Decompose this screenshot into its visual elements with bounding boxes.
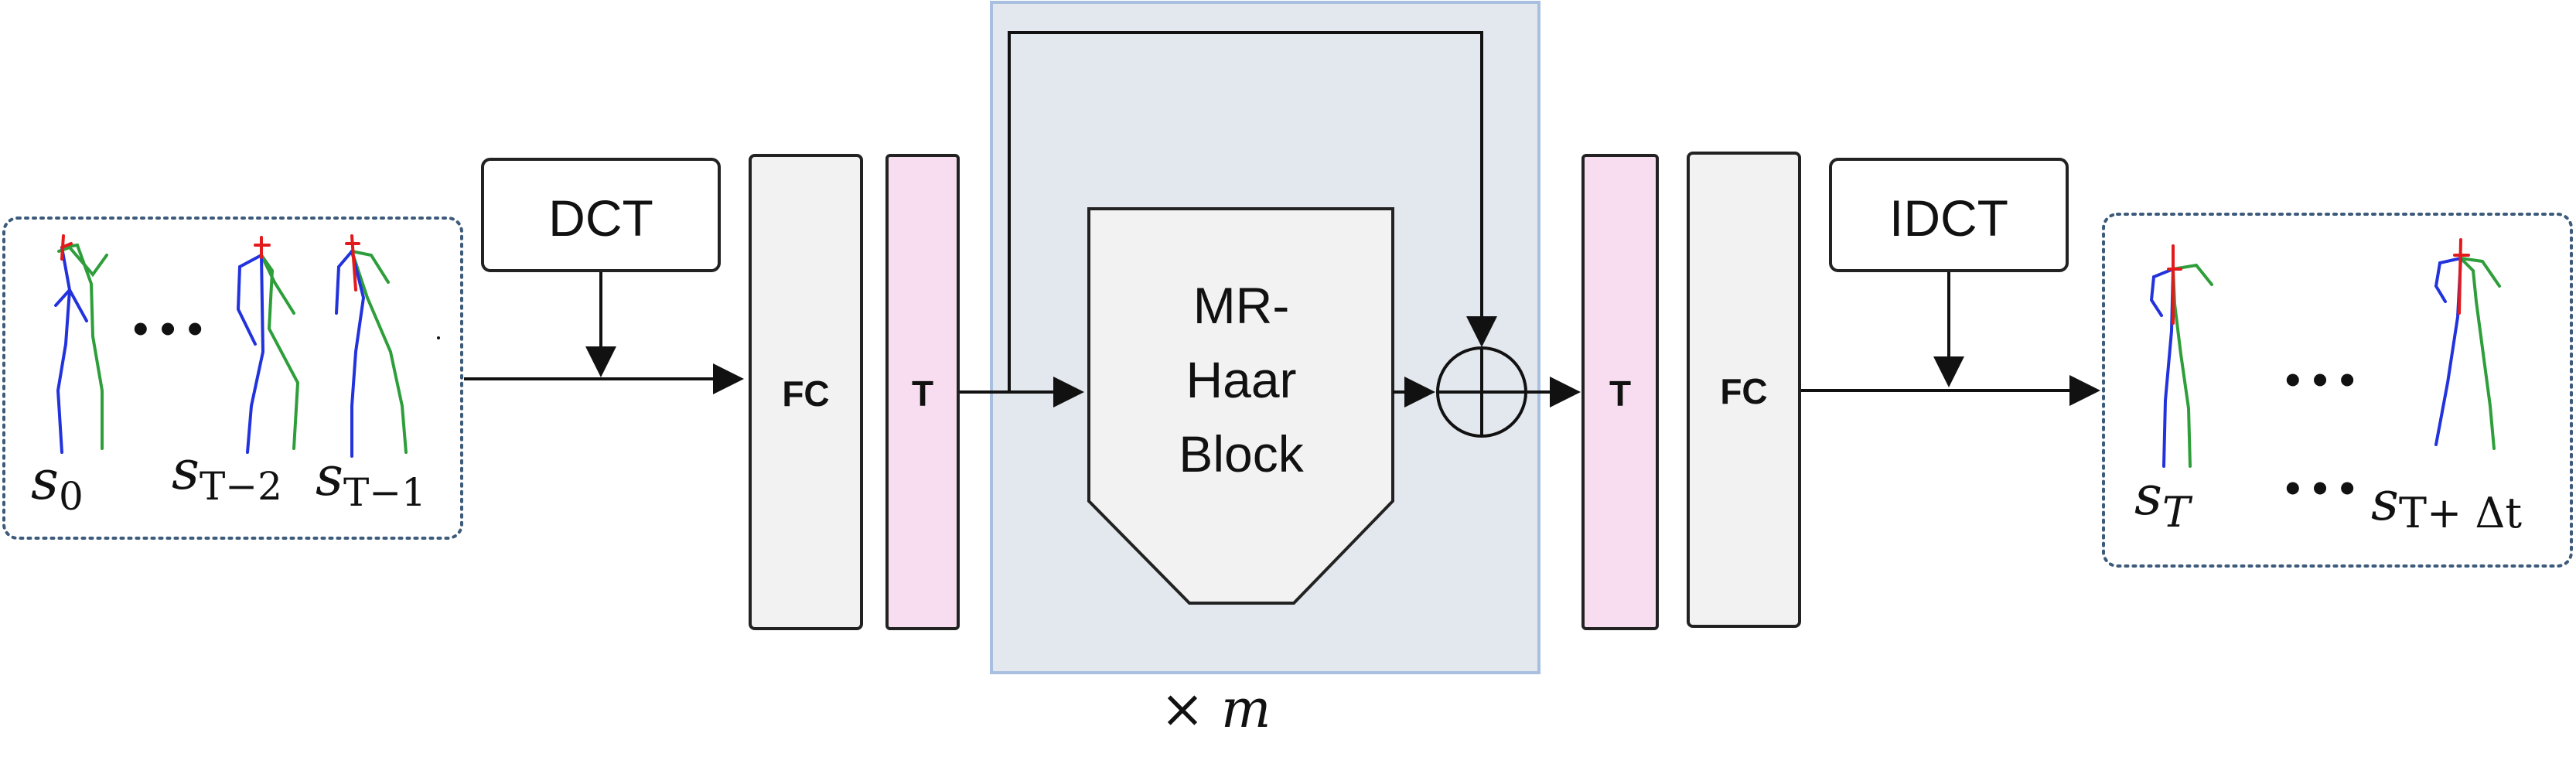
output-pose-box (2102, 213, 2573, 568)
fc-left-label: FC (782, 373, 829, 414)
mr-block-line1: MR- (1193, 277, 1290, 334)
fc-left-block (749, 154, 863, 630)
dct-box (481, 158, 721, 272)
input-ellipsis: • • • (133, 304, 203, 353)
output-skeleton-t-dt (2434, 238, 2501, 450)
mr-block-line2: Haar (1186, 351, 1296, 408)
input-skeleton-0 (54, 234, 108, 454)
input-label-st-1: sT−1 (316, 445, 426, 515)
idct-box (1829, 158, 2069, 272)
mr-haar-block (1087, 207, 1394, 605)
dct-label: DCT (548, 189, 653, 247)
output-label-st-dt: sT+ Δt (2371, 469, 2522, 537)
input-pose-box (2, 217, 463, 540)
input-label-st-2: sT−2 (172, 438, 282, 509)
input-dot (437, 336, 440, 339)
output-ellipsis-bottom: • • • (2285, 463, 2355, 512)
adder-circle (1436, 346, 1527, 438)
skip-connection-arrow (1008, 31, 1497, 392)
fc-right-block (1687, 152, 1801, 628)
input-label-s0: s0 (31, 448, 84, 519)
mr-block-line3: Block (1179, 425, 1304, 483)
t-right-block (1581, 154, 1659, 630)
output-ellipsis-top: • • • (2285, 355, 2355, 404)
output-label-st: sT (2134, 464, 2193, 537)
input-skeleton-t-1 (335, 234, 408, 458)
output-skeleton-t (2149, 244, 2213, 468)
input-skeleton-t-2 (236, 236, 300, 454)
idct-label: IDCT (1889, 189, 2008, 247)
t-right-label: T (1609, 373, 1631, 414)
fc-right-label: FC (1720, 371, 1767, 411)
t-left-label: T (912, 373, 933, 414)
t-left-block (885, 154, 960, 630)
repeat-label: × m (1160, 679, 1271, 740)
